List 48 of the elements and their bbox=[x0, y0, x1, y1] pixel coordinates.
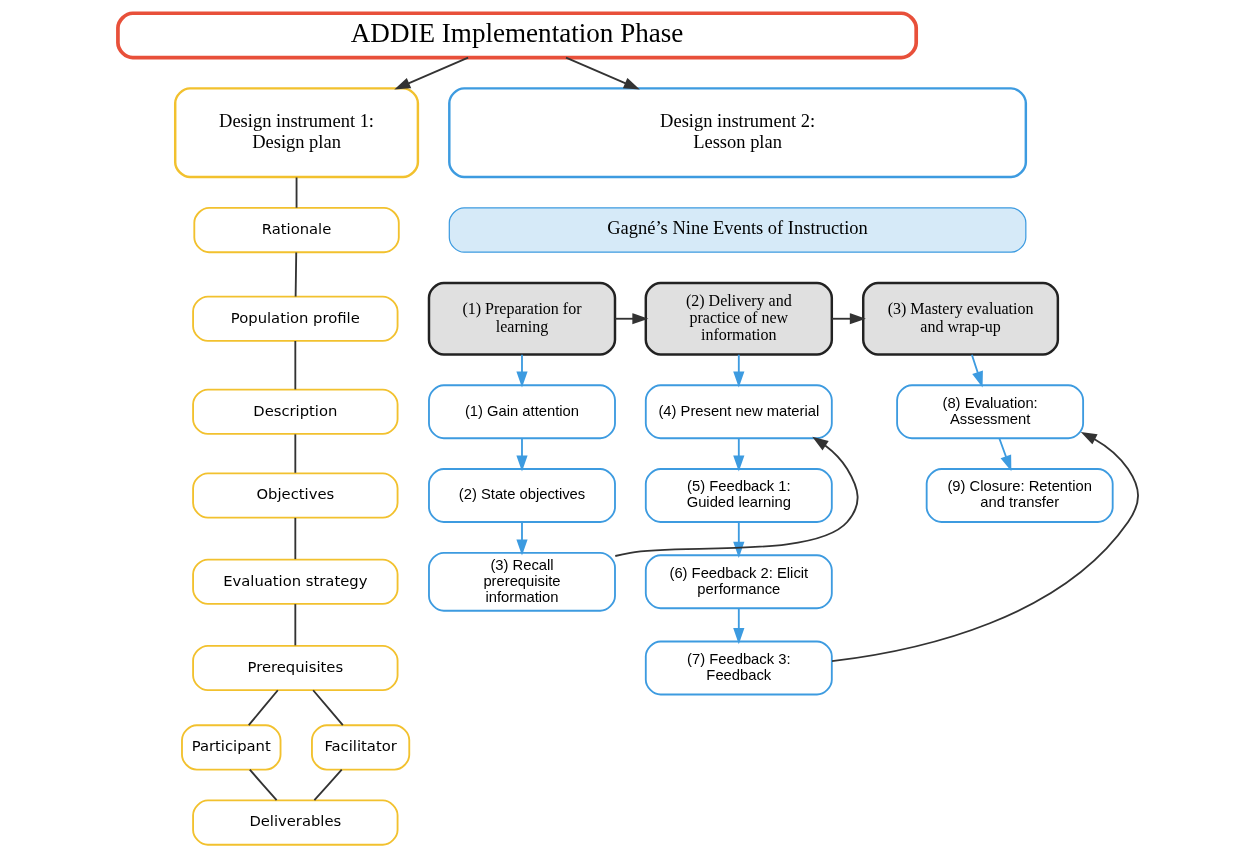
node-box: Gagné’s Nine Events of Instruction bbox=[448, 207, 1026, 253]
arrow bbox=[515, 353, 528, 388]
node-box: (3) Mastery evaluation and wrap-up bbox=[861, 281, 1059, 356]
arrow bbox=[830, 432, 1139, 663]
connector bbox=[311, 689, 344, 727]
node-box: Population profile bbox=[191, 295, 398, 342]
node-box: Objectives bbox=[191, 472, 398, 519]
arrow bbox=[564, 56, 640, 90]
node-box: Rationale bbox=[192, 206, 400, 254]
node-box: (6) Feedback 2: Elicit performance bbox=[644, 554, 833, 610]
connector bbox=[295, 176, 297, 209]
arrow bbox=[515, 437, 528, 472]
connector bbox=[293, 340, 296, 391]
arrow bbox=[997, 437, 1011, 472]
node-box: Participant bbox=[180, 724, 281, 771]
node-box: Design instrument 2: Lesson plan bbox=[447, 87, 1027, 179]
arrow bbox=[515, 521, 528, 556]
node-box: (8) Evaluation: Assessment bbox=[895, 384, 1084, 440]
connector bbox=[294, 251, 297, 298]
connector bbox=[248, 768, 278, 802]
arrow bbox=[732, 353, 744, 388]
arrow bbox=[830, 313, 866, 325]
node-box: (4) Present new material bbox=[644, 384, 833, 440]
node-box: (1) Preparation for learning bbox=[427, 281, 616, 356]
connector bbox=[247, 689, 279, 727]
node-box: (3) Recall prerequisite information bbox=[427, 551, 616, 612]
arrow bbox=[613, 313, 648, 325]
node-box: (2) State objectives bbox=[427, 468, 616, 523]
connector bbox=[312, 768, 343, 802]
node-box: (5) Feedback 1: Guided learning bbox=[644, 468, 833, 523]
connector bbox=[293, 516, 296, 561]
connector bbox=[293, 603, 296, 647]
node-box: Deliverables bbox=[191, 799, 398, 846]
arrow bbox=[970, 353, 983, 388]
node-box: Prerequisites bbox=[191, 644, 398, 692]
node-box: Facilitator bbox=[310, 724, 410, 771]
node-box: (2) Delivery and practice of new information bbox=[644, 281, 833, 356]
node-box: (1) Gain attention bbox=[427, 384, 616, 440]
node-box: (7) Feedback 3: Feedback bbox=[644, 640, 833, 696]
arrow bbox=[393, 56, 469, 90]
connector bbox=[293, 433, 296, 474]
node-box: Design instrument 1: Design plan bbox=[173, 87, 419, 179]
node-box: ADDIE Implementation Phase bbox=[115, 11, 918, 60]
node-box: Description bbox=[191, 388, 398, 435]
node-box: Evaluation strategy bbox=[191, 558, 398, 605]
arrow bbox=[732, 437, 744, 472]
node-box: (9) Closure: Retention and transfer bbox=[925, 468, 1114, 523]
arrow bbox=[732, 607, 744, 645]
